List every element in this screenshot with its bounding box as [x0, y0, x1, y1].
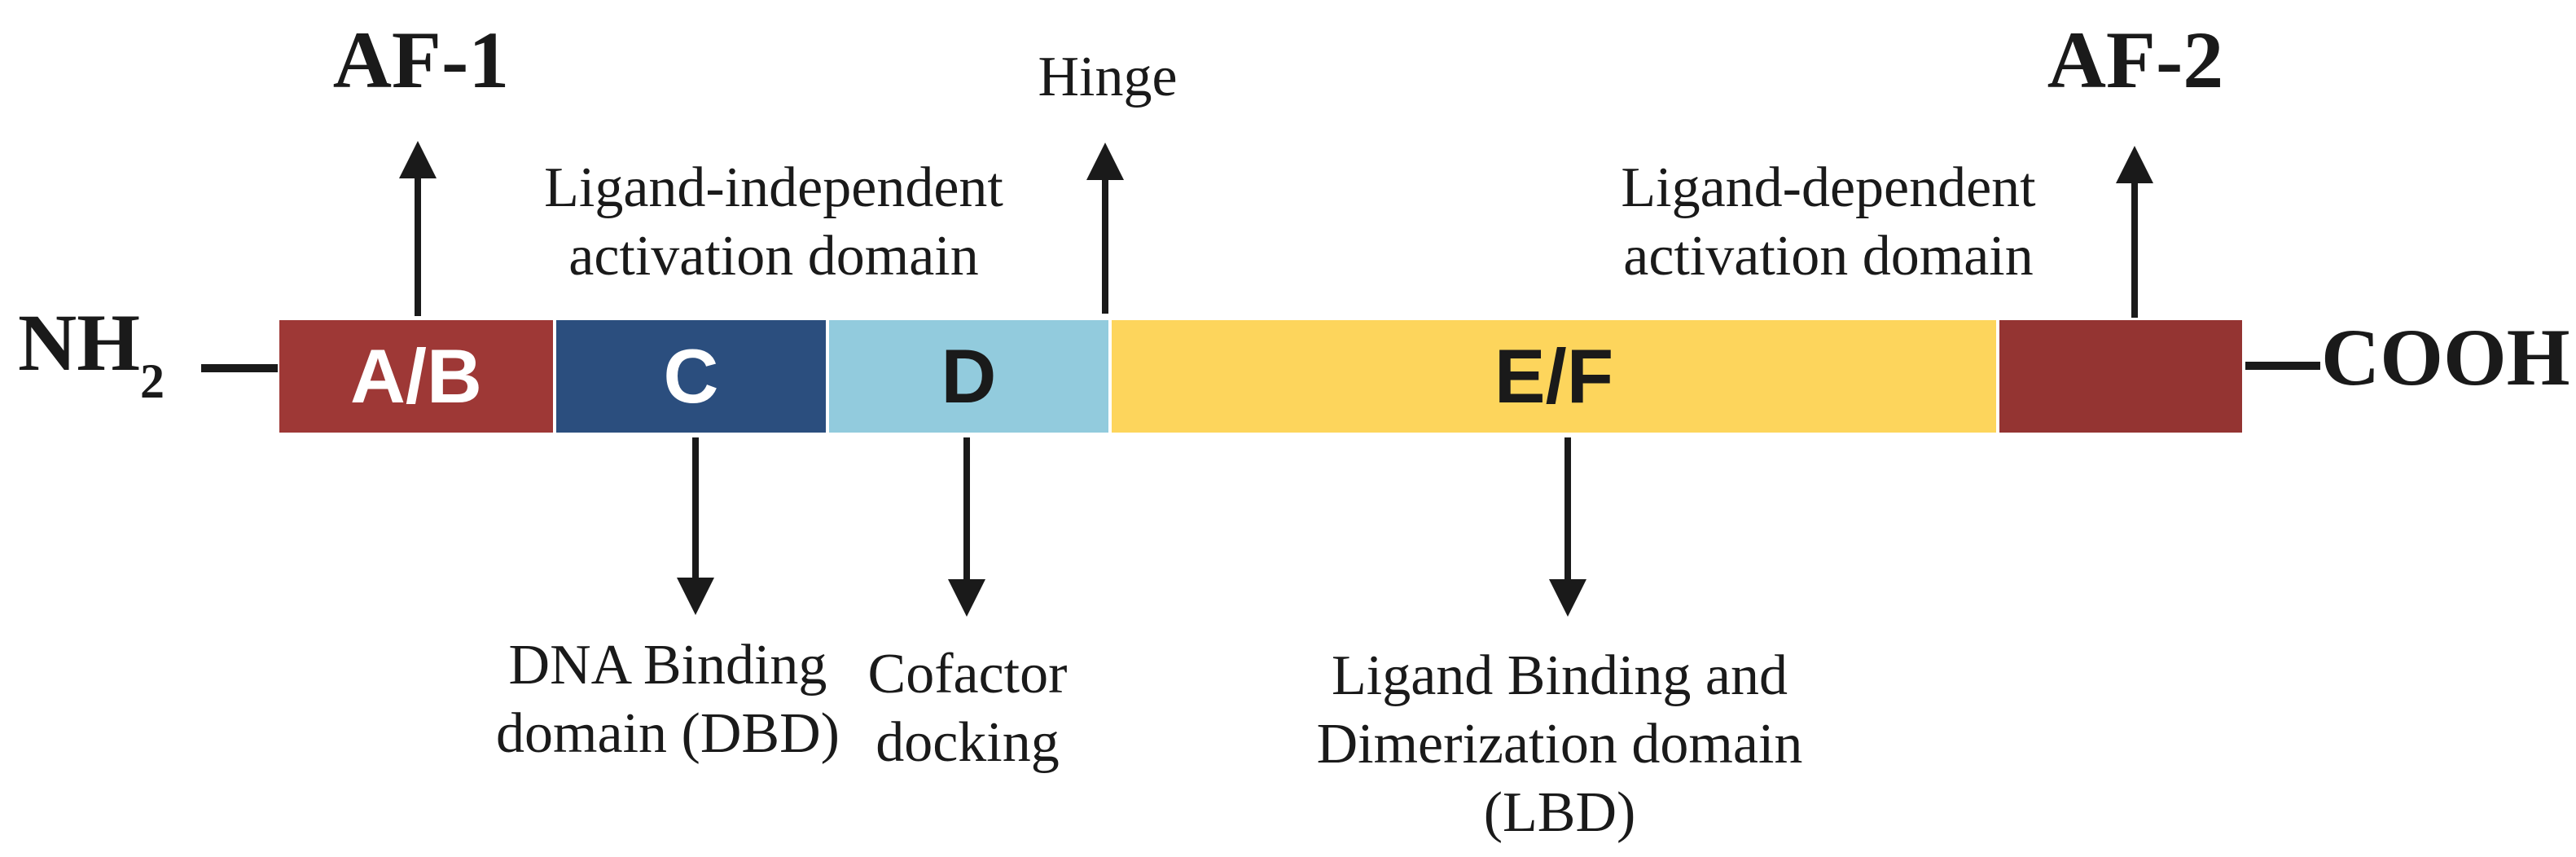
arrow-shaft: [2131, 183, 2138, 318]
arrow-down-head: [948, 579, 985, 617]
arrow-down-head-shape: [1549, 579, 1586, 617]
ligand-independent-label: Ligand-independent activation domain: [544, 154, 1003, 291]
hinge-label: Hinge: [1038, 46, 1178, 108]
cooh-terminal-label: COOH: [2321, 312, 2570, 402]
arrow-shaft: [415, 178, 421, 316]
af2-arrow-up-icon: [2116, 146, 2153, 318]
nh2-subscript: 2: [140, 354, 165, 409]
cofactor-arrow-down-icon: [948, 437, 985, 617]
lbd-line-3: (LBD): [1483, 781, 1636, 844]
lbd-line-2: Dimerization domain: [1316, 713, 1803, 776]
lbd-label: Ligand Binding and Dimerization domain (…: [1317, 642, 1803, 847]
arrow-up-head: [399, 141, 437, 178]
af2-label: AF-2: [2047, 15, 2224, 105]
arrow-down-head-shape: [677, 578, 714, 615]
segment-ef: E/F: [1108, 320, 1996, 433]
arrow-shaft: [1564, 437, 1571, 579]
nh2-terminal-label: NH2: [18, 297, 165, 407]
lbd-arrow-down-icon: [1549, 437, 1586, 617]
arrow-shaft: [1102, 180, 1108, 314]
arrow-shaft: [963, 437, 970, 579]
nh2-connector-line: [201, 364, 278, 372]
ligand-dependent-line-1: Ligand-dependent: [1621, 156, 2036, 219]
af1-label: AF-1: [332, 15, 510, 105]
arrow-up-head: [2116, 146, 2153, 183]
cofactor-docking-label: Cofactor docking: [868, 640, 1068, 777]
ligand-dependent-label: Ligand-dependent activation domain: [1621, 154, 2035, 291]
protein-domain-bar: A/B C D E/F: [279, 320, 2242, 433]
dbd-arrow-down-icon: [677, 437, 714, 615]
arrow-up-head: [1086, 143, 1124, 180]
ligand-dependent-line-2: activation domain: [1623, 225, 2034, 288]
segment-af2-region: [1996, 320, 2242, 433]
segment-ab: A/B: [279, 320, 553, 433]
lbd-line-1: Ligand Binding and: [1332, 644, 1788, 707]
arrow-down-head: [677, 578, 714, 615]
cooh-connector-line: [2245, 362, 2320, 370]
arrow-up-head-shape: [2116, 146, 2153, 183]
dbd-line-2: domain (DBD): [496, 702, 840, 765]
hinge-arrow-up-icon: [1086, 143, 1124, 314]
arrow-down-head-shape: [948, 579, 985, 617]
cofactor-line-1: Cofactor: [867, 643, 1068, 705]
arrow-shaft: [692, 437, 699, 578]
arrow-down-head: [1549, 579, 1586, 617]
ligand-independent-line-2: activation domain: [568, 225, 979, 288]
segment-d: D: [826, 320, 1108, 433]
segment-c: C: [553, 320, 826, 433]
arrow-up-head-shape: [399, 141, 437, 178]
nh2-text: NH: [18, 297, 140, 388]
dbd-line-1: DNA Binding: [508, 634, 827, 697]
ligand-independent-line-1: Ligand-independent: [544, 156, 1003, 219]
dbd-label: DNA Binding domain (DBD): [496, 631, 840, 768]
cofactor-line-2: docking: [875, 711, 1060, 774]
af1-arrow-up-icon: [399, 141, 437, 316]
arrow-up-head-shape: [1086, 143, 1124, 180]
